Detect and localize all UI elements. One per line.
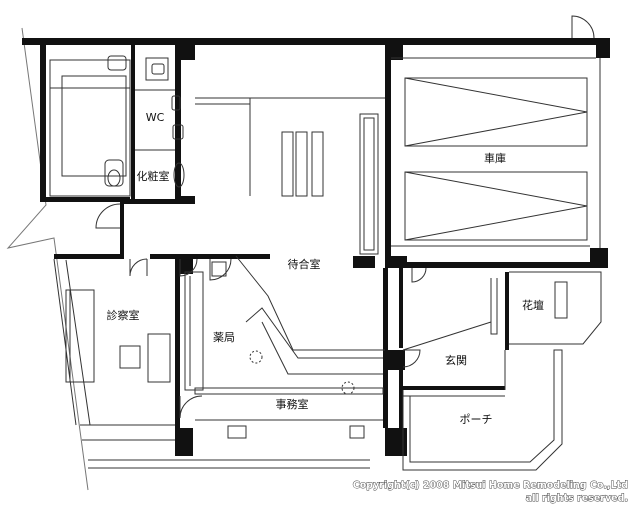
door-pharmacy xyxy=(209,258,232,281)
door-entrance xyxy=(402,349,421,368)
doors xyxy=(95,15,595,419)
room-label-powder-room: 化粧室 xyxy=(137,169,170,183)
walls xyxy=(22,38,610,456)
door-garage-top xyxy=(571,15,595,39)
room-label-porch: ポーチ xyxy=(460,413,493,426)
room-label-office: 事務室 xyxy=(276,397,309,411)
room-label-examination-room: 診察室 xyxy=(107,308,140,322)
break-line xyxy=(6,27,89,491)
door-garage-bottom xyxy=(411,267,427,283)
room-label-entrance: 玄関 xyxy=(445,353,467,367)
copyright-line-2: all rights reserved. xyxy=(526,493,628,504)
room-label-wc: WC xyxy=(146,111,165,124)
room-labels: WC 化粧室 車庫 待合室 診察室 薬局 事務室 花壇 玄関 ポーチ xyxy=(107,111,545,426)
room-label-garage: 車庫 xyxy=(484,151,506,165)
room-label-pharmacy: 薬局 xyxy=(213,331,235,344)
room-label-waiting-room: 待合室 xyxy=(288,257,321,271)
door-corridor xyxy=(95,203,121,229)
door-exam-left xyxy=(129,258,148,277)
partitions xyxy=(49,55,602,471)
copyright-line-1: Copyright(c) 2008 Mitsui Home Remodeling… xyxy=(353,480,628,491)
copyright: Copyright(c) 2008 Mitsui Home Remodeling… xyxy=(352,480,628,505)
room-label-flower-bed: 花壇 xyxy=(522,298,544,312)
